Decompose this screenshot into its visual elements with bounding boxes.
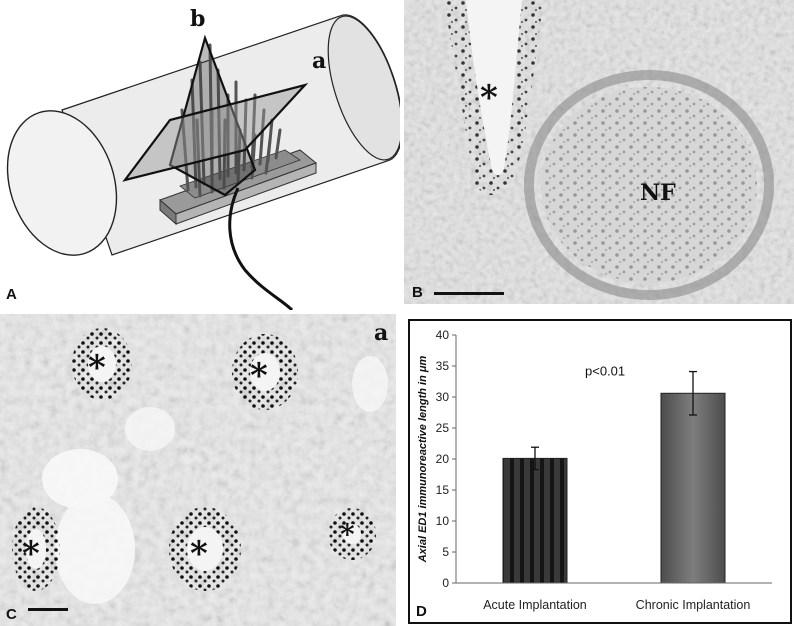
- y-tick-label: 35: [436, 359, 450, 373]
- electrode-nerve-schematic: [6, 14, 400, 310]
- nerve-cylinder-near-end: [6, 110, 118, 256]
- x-category-label: Acute Implantation: [483, 598, 587, 612]
- y-tick-label: 5: [442, 545, 449, 559]
- y-tick-label: 20: [436, 452, 450, 466]
- track-asterisk-3: *: [22, 534, 40, 574]
- x-category-label: Chronic Implantation: [636, 598, 751, 612]
- cutting-plane-a: [122, 82, 309, 182]
- panel-b-histology: * NF B: [404, 0, 794, 304]
- y-tick-label: 25: [436, 421, 450, 435]
- scale-bar-b: [434, 292, 504, 295]
- y-tick-label: 30: [436, 390, 450, 404]
- ed1-length-bar-chart: 0 5 10 15 20 25 30 35 40 Acute Implantation Chron…: [417, 328, 772, 612]
- y-tick-label: 40: [436, 328, 450, 342]
- track-asterisk-5: *: [340, 518, 355, 551]
- lumen-asterisk-b: *: [480, 78, 498, 118]
- cutting-plane-b: [168, 34, 257, 197]
- scale-bar-c: [28, 608, 68, 611]
- panel-c-sublabel: a: [374, 320, 389, 346]
- histology-image-c: [0, 314, 396, 626]
- bar-acute: [502, 457, 568, 584]
- electrode-base-front: [175, 162, 317, 225]
- bar-chronic: [660, 392, 726, 584]
- y-axis-label: Axial ED1 immunoreactive length in μm: [417, 356, 429, 564]
- nerve-cylinder-far-end: [327, 15, 400, 161]
- panel-letter-c: C: [6, 606, 17, 623]
- nerve-fascicle-label: NF: [640, 180, 676, 206]
- fascicle-perineurium: [524, 70, 774, 300]
- track-asterisk-2: *: [250, 356, 268, 396]
- electrode-needle-array: [180, 43, 282, 198]
- track-asterisk-4: *: [190, 534, 208, 574]
- electrode-cable: [228, 187, 294, 310]
- y-tick-label: 0: [442, 576, 449, 590]
- plane-label-a: a: [312, 48, 327, 74]
- electrode-tracks: [12, 328, 376, 591]
- y-tick-label: 15: [436, 483, 450, 497]
- panel-letter-b: B: [412, 284, 423, 301]
- histology-image-b: [404, 0, 794, 304]
- panel-letter-d: D: [416, 603, 427, 620]
- track-asterisk-1: *: [88, 348, 106, 388]
- vessel-lumen: [466, 0, 522, 176]
- panel-d-chart: 0 5 10 15 20 25 30 35 40 Acute Implantation Chron…: [408, 319, 792, 624]
- p-value-annotation: p<0.01: [585, 363, 625, 378]
- plane-label-b: b: [190, 6, 206, 32]
- panel-letter-a: A: [6, 286, 17, 303]
- panel-a-schematic: b a A: [0, 0, 400, 310]
- panel-c-histology: * * * * * a C: [0, 314, 396, 626]
- y-tick-label: 10: [436, 514, 450, 528]
